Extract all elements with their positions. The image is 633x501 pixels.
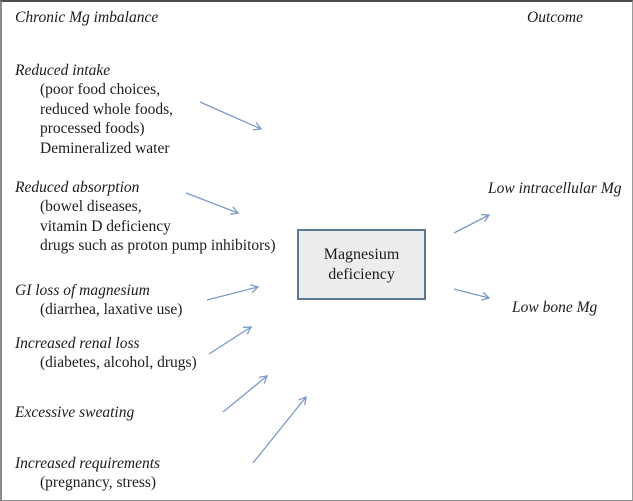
arrow-gi-loss — [206, 284, 260, 301]
box-text-line2: deficiency — [328, 265, 395, 283]
arrow-excessive-sweating — [222, 375, 269, 413]
magnesium-deficiency-box: Magnesium deficiency — [297, 229, 426, 300]
arrow-renal-loss — [208, 326, 253, 355]
outcome-low-bone-mg: Low bone Mg — [512, 299, 598, 316]
cause-renal-loss: Increased renal loss (diabetes, alcohol,… — [15, 334, 197, 373]
cause-detail: (pregnancy, stress) — [40, 474, 157, 492]
cause-detail: (diabetes, alcohol, drugs) — [40, 354, 197, 372]
cause-detail: (diarrhea, laxative use) — [40, 301, 183, 319]
arrow-increased-requirements — [252, 395, 307, 464]
arrow-to-low-bone-mg — [453, 288, 491, 301]
cause-increased-requirements: Increased requirements (pregnancy, stres… — [15, 454, 160, 493]
cause-gi-loss: GI loss of magnesium (diarrhea, laxative… — [15, 281, 182, 320]
cause-detail: vitamin D deficiency — [40, 217, 171, 235]
cause-detail: (poor food choices, — [40, 81, 161, 99]
cause-reduced-intake: Reduced intake (poor food choices, reduc… — [15, 61, 173, 158]
cause-excessive-sweating: Excessive sweating — [15, 403, 134, 422]
cause-detail: reduced whole foods, — [40, 100, 173, 118]
arrow-to-low-intracellular-mg — [453, 213, 491, 234]
box-text-line1: Magnesium — [323, 245, 400, 263]
cause-title: Excessive sweating — [15, 404, 135, 421]
cause-title: Reduced intake — [15, 62, 111, 79]
cause-detail: drugs such as proton pump inhibitors) — [40, 237, 276, 255]
arrow-reduced-intake — [199, 101, 263, 131]
cause-title: GI loss of magnesium — [15, 282, 150, 299]
column-header-causes: Chronic Mg imbalance — [15, 9, 159, 26]
column-header-outcome: Outcome — [527, 9, 583, 26]
cause-reduced-absorption: Reduced absorption (bowel diseases, vita… — [15, 178, 276, 256]
outcome-low-intracellular-mg: Low intracellular Mg — [488, 180, 622, 197]
cause-detail: Demineralized water — [40, 139, 170, 157]
cause-detail: processed foods) — [40, 120, 145, 138]
cause-title: Increased renal loss — [15, 335, 140, 352]
cause-title: Increased requirements — [15, 455, 161, 472]
cause-title: Reduced absorption — [15, 179, 140, 196]
cause-detail: (bowel diseases, — [40, 198, 142, 216]
